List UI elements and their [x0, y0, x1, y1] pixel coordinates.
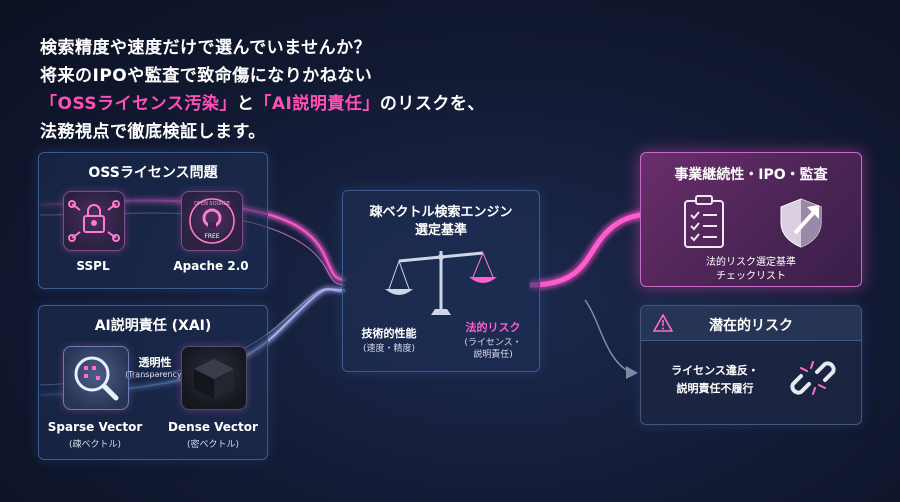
headline-line-3: 「OSSライセンス汚染」と「AI説明責任」のリスクを、 [40, 90, 485, 118]
potential-risk-panel: 潜在的リスク ライセンス違反・ 説明責任不履行 [640, 305, 862, 425]
balance-scale-icon [385, 251, 497, 315]
headline-line-4: 法務視点で徹底検証します。 [40, 122, 266, 142]
technical-performance-label: 技術的性能 [361, 327, 417, 340]
oss-license-panel: OSSライセンス問題 SSPL OPEN SOURCE FREE Apache … [38, 152, 268, 289]
transparency-en-label: (Transparency) [125, 370, 185, 379]
shield-growth-icon [780, 198, 822, 248]
checklist-icon [684, 195, 724, 248]
business-caption-1: 法的リスク選定基準 [706, 257, 796, 268]
risk-text-1: ライセンス違反・ [671, 364, 759, 377]
dense-vector-label: Dense Vector [168, 420, 258, 434]
business-panel-title: 事業継続性・IPO・監査 [674, 167, 828, 183]
open-source-badge-icon: OPEN SOURCE FREE [181, 191, 243, 251]
center-to-risk-flow [584, 299, 638, 379]
sspl-lock-icon [63, 191, 125, 251]
ai-accountability-panel: AI説明責任 (XAI) 透明性 (Transparency) Sparse V… [38, 305, 268, 460]
oss-panel-title: OSSライセンス問題 [88, 165, 218, 181]
legal-risk-sub-1: (ライセンス・ [464, 338, 522, 348]
sparse-vector-label: Sparse Vector [47, 420, 143, 434]
business-continuity-panel: 事業継続性・IPO・監査 法的リスク選定基準 チェックリスト [640, 152, 862, 287]
technical-performance-sub: (速度・精度) [362, 344, 416, 354]
ai-accountability-phrase: 「AI説明責任」 [254, 94, 380, 114]
center-title-1: 疎ベクトル検索エンジン [369, 205, 513, 220]
center-title-2: 選定基準 [414, 223, 467, 238]
apache-label: Apache 2.0 [173, 259, 249, 273]
headline-line-2: 将来のIPOや監査で致命傷になりかねない [40, 66, 373, 86]
headline-line-3-end: のリスクを、 [379, 94, 485, 114]
transparency-label: 透明性 [138, 356, 172, 369]
headline: 検索精度や速度だけで選んでいませんか？ 将来のIPOや監査で致命傷になりかねない… [40, 34, 485, 146]
broken-chain-icon [790, 361, 836, 395]
headline-conjunction: と [236, 94, 255, 114]
business-caption-2: チェックリスト [716, 271, 786, 282]
selection-criteria-panel: 疎ベクトル検索エンジン 選定基準 技術的性能 (速度・精度) 法的リスク (ライ… [342, 190, 540, 372]
sparse-vector-sub: (疎ベクトル) [68, 440, 122, 450]
black-box-icon [181, 346, 247, 410]
risk-panel-header [641, 306, 861, 341]
oss-contamination-phrase: 「OSSライセンス汚染」 [40, 94, 237, 114]
sspl-label: SSPL [76, 259, 110, 273]
risk-panel-title: 潜在的リスク [709, 318, 793, 334]
risk-text-2: 説明責任不履行 [676, 382, 754, 395]
badge-free-text: FREE [204, 233, 219, 240]
headline-line-1: 検索精度や速度だけで選んでいませんか？ [40, 38, 372, 58]
ai-panel-title: AI説明責任 (XAI) [94, 318, 212, 334]
legal-risk-sub-2: 説明責任) [473, 350, 513, 360]
badge-top-text: OPEN SOURCE [194, 201, 230, 207]
legal-risk-label: 法的リスク [465, 321, 521, 334]
magnifier-icon [63, 346, 129, 410]
warning-icon [653, 314, 673, 332]
dense-vector-sub: (密ベクトル) [186, 440, 240, 450]
